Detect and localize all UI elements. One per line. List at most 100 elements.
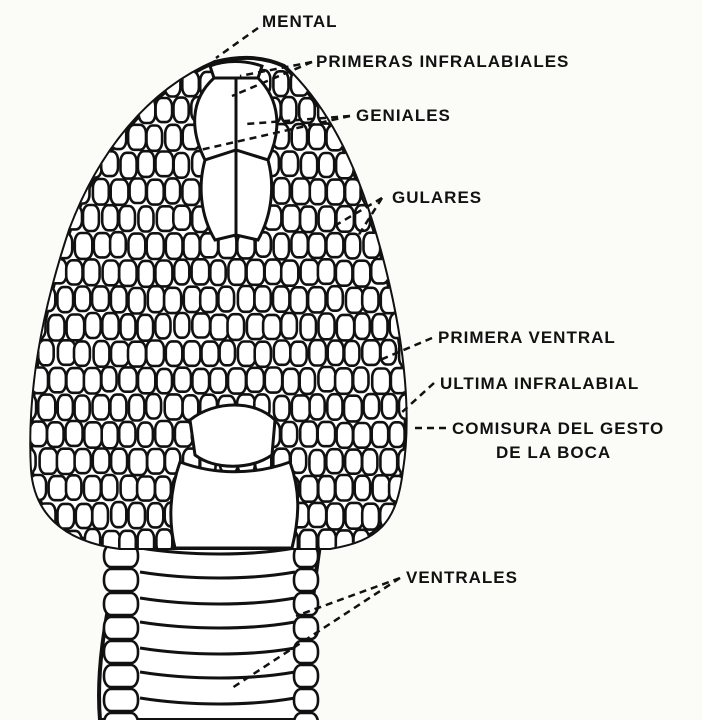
gular-scale (274, 341, 291, 365)
gular-scale (138, 206, 153, 231)
gular-scale (29, 152, 45, 177)
gular-scale (200, 288, 217, 312)
gular-scale (40, 126, 57, 151)
lateral-scale (104, 593, 138, 615)
gular-scale (228, 259, 245, 285)
gular-scale (291, 232, 307, 257)
gular-scale (345, 558, 363, 583)
gular-scale (345, 234, 360, 259)
gular-scale (399, 287, 415, 312)
gular-scale (49, 207, 64, 231)
gular-scale (335, 368, 352, 394)
gular-scale (300, 422, 317, 447)
gular-scale (93, 71, 110, 95)
gular-scale (390, 260, 407, 284)
lateral-scale (104, 617, 138, 639)
gular-scale (281, 152, 298, 176)
gular-scale (309, 125, 326, 150)
gular-scale (346, 72, 362, 98)
gular-scale (20, 341, 38, 367)
gular-scale (355, 476, 371, 500)
gular-scale (165, 71, 181, 97)
gular-scale (273, 286, 289, 311)
gular-scale (362, 288, 378, 312)
gular-scale (327, 125, 344, 150)
lateral-scale (104, 665, 138, 687)
gular-scale (93, 179, 109, 205)
gular-scale (389, 422, 404, 447)
gular-scale (309, 450, 324, 476)
gular-scale (362, 504, 379, 530)
gular-scale (364, 558, 381, 584)
gular-scale (416, 288, 434, 313)
gular-scale (373, 475, 390, 501)
leader-mental (216, 28, 258, 58)
gular-scale (121, 476, 138, 501)
gular-scale (85, 313, 101, 338)
gular-scale (148, 503, 164, 527)
gular-scale (112, 72, 128, 96)
gular-scale (354, 151, 369, 176)
gular-scale (21, 232, 37, 256)
gular-scale (202, 342, 219, 366)
gular-scale (30, 422, 47, 447)
label-primera-ventral: PRIMERA VENTRAL (438, 328, 616, 348)
gular-scale (38, 72, 54, 97)
gular-scale (399, 124, 415, 149)
label-mental: MENTAL (262, 12, 338, 32)
gular-scale (84, 368, 101, 394)
gular-scale (417, 233, 433, 259)
gular-scale (290, 342, 306, 366)
gular-scale (345, 503, 363, 529)
gular-scale (328, 70, 344, 95)
gular-scale (309, 71, 325, 97)
gular-scale (327, 504, 344, 530)
gular-scale (147, 180, 164, 205)
gular-scale (362, 449, 377, 474)
gular-scale (129, 288, 145, 314)
gular-scale (292, 179, 310, 205)
gular-scale (336, 530, 353, 555)
gular-scale (67, 315, 85, 341)
gular-scale (38, 556, 54, 581)
gular-scale (318, 476, 335, 502)
gular-scale (165, 394, 183, 419)
gular-scale (128, 342, 146, 367)
gular-scale (155, 261, 172, 287)
gular-scale (281, 261, 298, 286)
gular-scale (119, 206, 135, 231)
gular-scale (111, 180, 129, 205)
gular-scale (281, 97, 296, 123)
gular-scale (372, 422, 389, 447)
gular-scale (75, 233, 93, 259)
gular-scale (22, 556, 37, 580)
lateral-scale (294, 713, 318, 720)
gular-scale (265, 368, 282, 393)
gular-scale (138, 423, 153, 447)
gular-scale (319, 207, 336, 232)
gular-scale (119, 261, 136, 286)
gular-scale (155, 421, 173, 447)
gular-scale (57, 449, 75, 474)
gular-scale (381, 340, 396, 364)
gular-scale (146, 394, 161, 418)
gular-scale (327, 180, 345, 205)
gular-scale (382, 394, 397, 418)
gular-scale (146, 341, 164, 367)
gular-scale (67, 98, 82, 124)
gular-scale (263, 315, 281, 339)
gular-scale (372, 369, 390, 394)
gular-scale (110, 395, 126, 421)
gular-scale (47, 422, 64, 447)
gular-scale (182, 180, 199, 205)
gular-scale (210, 260, 225, 285)
gular-scale (94, 233, 111, 257)
gular-scale (408, 423, 424, 448)
gular-scale (58, 504, 75, 529)
lateral-scale (294, 689, 318, 711)
gular-scale (399, 232, 415, 257)
gular-scale (184, 287, 201, 312)
gular-scale (417, 342, 433, 368)
gular-scale (29, 99, 46, 124)
